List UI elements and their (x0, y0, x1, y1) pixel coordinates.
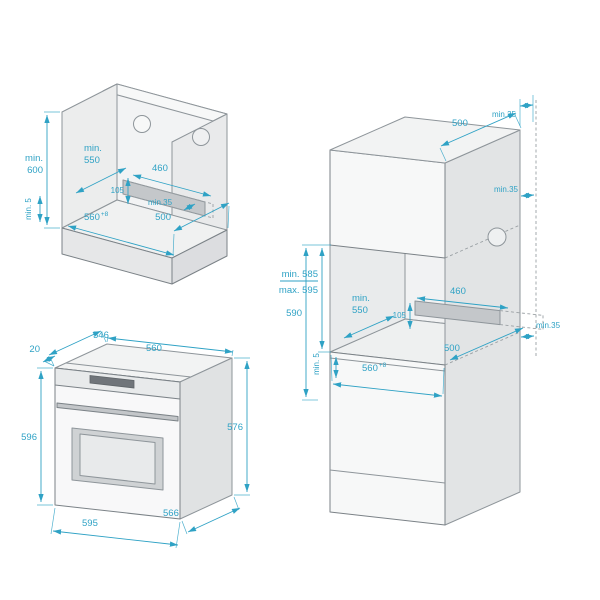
oven-side-face (179, 357, 233, 520)
dim-oven-total-depth: 566 (163, 496, 241, 535)
oven-door-window (79, 433, 156, 485)
svg-text:590: 590 (286, 308, 302, 319)
svg-text:min.35: min.35 (148, 198, 173, 207)
dim-oven-front-height: 596 (21, 367, 53, 506)
oven-top-step-line (65, 362, 192, 378)
dim-niche-depth: min. 550 (75, 143, 127, 194)
dim-column-top-wall-gap: min.35 (492, 95, 534, 126)
svg-text:min.35: min.35 (536, 321, 561, 330)
svg-text:500: 500 (444, 343, 460, 354)
oven-diagram: 20 546 560 596 576 595 (21, 330, 250, 549)
dim-niche-recess-height: 105 (111, 178, 131, 204)
column-upper-front-panel (329, 149, 446, 259)
svg-text:20: 20 (29, 344, 40, 355)
svg-text:460: 460 (152, 163, 168, 174)
dim-oven-body-width: 560 (106, 335, 234, 357)
svg-text:566: 566 (163, 508, 179, 519)
dim-column-opening-height: min. 585 max. 595 (279, 244, 331, 353)
dim-column-depth: min. 550 (343, 293, 395, 339)
dim-column-upper-wall-gap: min.35 (494, 185, 535, 199)
svg-text:min.: min. (25, 153, 43, 164)
dim-column-floor-depth: 500 (444, 327, 524, 361)
dim-column-lower-wall-gap: min.35 (520, 321, 561, 340)
dim-niche-height: min. 600 (25, 111, 60, 229)
svg-text:546: 546 (93, 330, 109, 341)
dim-oven-front-overhang: 20 (29, 344, 56, 367)
svg-text:min. 5: min. 5 (312, 353, 321, 375)
svg-text:105: 105 (393, 311, 407, 320)
svg-text:500: 500 (155, 212, 171, 223)
dim-column-recess-height: 105 (393, 303, 413, 329)
dim-column-cutout-height: 590 (286, 248, 318, 401)
oven-display (89, 375, 135, 389)
svg-text:550: 550 (352, 305, 368, 316)
column-side-vent-hole-icon (487, 227, 507, 247)
dim-niche-width: 560+8 (67, 211, 175, 256)
dim-niche-bottom-gap: min. 5 (24, 196, 43, 222)
column-plinth-line (329, 469, 446, 484)
svg-text:560+8: 560+8 (362, 362, 387, 374)
svg-text:460: 460 (450, 286, 466, 297)
column-lower-front-panel (329, 351, 446, 526)
svg-text:min.35: min.35 (492, 110, 517, 119)
dim-oven-body-depth: 546 (48, 330, 109, 367)
svg-text:550: 550 (84, 155, 100, 166)
svg-text:min.35: min.35 (494, 185, 519, 194)
svg-text:min.: min. (352, 293, 370, 304)
back-vent-hole-icon (133, 115, 151, 133)
svg-text:min. 5: min. 5 (24, 198, 33, 220)
dim-oven-body-height: 576 (227, 357, 250, 496)
svg-text:600: 600 (27, 165, 43, 176)
svg-text:105: 105 (111, 186, 125, 195)
dim-column-width: 560+8 (330, 354, 445, 398)
svg-text:560: 560 (146, 343, 162, 354)
dim-niche-side-depth: 500 (155, 202, 230, 257)
svg-text:500: 500 (452, 118, 468, 129)
dim-niche-recess-width: 460 (132, 163, 212, 197)
column-shelf-edge-line (329, 357, 446, 372)
svg-text:576: 576 (227, 422, 243, 433)
niche-base-side (171, 229, 228, 285)
svg-text:min.: min. (84, 143, 102, 154)
svg-text:560+8: 560+8 (84, 211, 109, 223)
niche-diagram: min. 600 min. 5 min. 550 105 460 min.35 (24, 83, 230, 285)
column-diagram: 500 min.35 min.35 min. 585 max. 595 590 (279, 95, 561, 526)
oven-door-handle (56, 402, 179, 422)
dim-oven-front-width: 595 (50, 507, 181, 549)
svg-text:595: 595 (82, 518, 98, 529)
svg-text:min. 585: min. 585 (282, 269, 318, 280)
svg-text:596: 596 (21, 432, 37, 443)
svg-text:max. 595: max. 595 (279, 285, 318, 296)
column-recess-hidden-outline (499, 310, 544, 330)
dim-column-recess-width: 460 (416, 286, 509, 310)
side-vent-hole-icon (192, 128, 210, 146)
dim-column-bottom-gap: min. 5 (312, 353, 339, 378)
